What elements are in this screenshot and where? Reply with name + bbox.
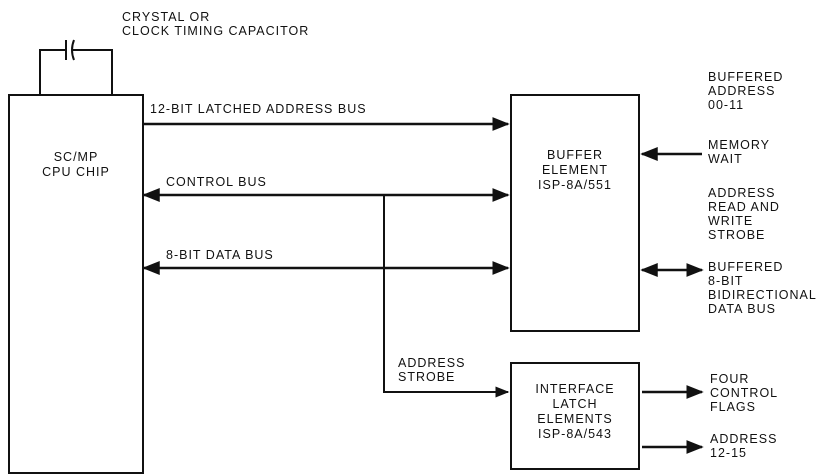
control-flags-label: FOUR CONTROL FLAGS	[710, 372, 778, 414]
buffer-element-line3: ISP-8A/551	[538, 178, 612, 192]
rw-strobe-label: ADDRESS READ AND WRITE STROBE	[708, 186, 780, 242]
memory-wait-line2: WAIT	[708, 152, 743, 166]
buffered-address-line1: BUFFERED	[708, 70, 784, 84]
interface-latch-label: INTERFACE LATCH ELEMENTS ISP-8A/543	[512, 382, 638, 442]
control-flags-line2: CONTROL	[710, 386, 779, 400]
cpu-chip-box: SC/MP CPU CHIP	[8, 94, 144, 474]
buffered-data-line1: BUFFERED	[708, 260, 784, 274]
capacitor-label: CRYSTAL OR CLOCK TIMING CAPACITOR	[122, 10, 309, 38]
memory-wait-line1: MEMORY	[708, 138, 771, 152]
buffered-data-line2: 8-BIT	[708, 274, 744, 288]
control-flags-line1: FOUR	[710, 372, 750, 386]
interface-latch-box: INTERFACE LATCH ELEMENTS ISP-8A/543	[510, 362, 640, 470]
interface-latch-line2: LATCH	[552, 397, 598, 411]
address-12-15-line2: 12-15	[710, 446, 747, 460]
address-strobe-label-line2: STROBE	[398, 370, 456, 384]
address-strobe-label-line1: ADDRESS	[398, 356, 466, 370]
rw-strobe-line3: WRITE	[708, 214, 754, 228]
address-strobe-label: ADDRESS STROBE	[398, 356, 465, 384]
capacitor-label-line1: CRYSTAL OR	[122, 10, 211, 24]
cpu-chip-label-line1: SC/MP	[53, 150, 99, 164]
address-strobe-line	[383, 195, 510, 398]
rw-strobe-line4: STROBE	[708, 228, 766, 242]
control-bus-label: CONTROL BUS	[166, 175, 267, 189]
interface-latch-line4: ISP-8A/543	[538, 427, 612, 441]
buffered-address-line2: ADDRESS	[708, 84, 776, 98]
interface-latch-line1: INTERFACE	[535, 382, 615, 396]
buffer-element-line2: ELEMENT	[541, 163, 609, 177]
capacitor-symbol	[39, 39, 113, 94]
buffer-element-box: BUFFER ELEMENT ISP-8A/551	[510, 94, 640, 332]
buffered-data-line3: BIDIRECTIONAL	[708, 288, 817, 302]
data-bus-label: 8-BIT DATA BUS	[166, 248, 274, 262]
address-bus-label: 12-BIT LATCHED ADDRESS BUS	[150, 102, 367, 116]
memory-wait-label: MEMORY WAIT	[708, 138, 770, 166]
control-flags-line3: FLAGS	[710, 400, 756, 414]
buffered-data-label: BUFFERED 8-BIT BIDIRECTIONAL DATA BUS	[708, 260, 817, 316]
buffered-address-label: BUFFERED ADDRESS 00-11	[708, 70, 783, 112]
buffer-element-label: BUFFER ELEMENT ISP-8A/551	[512, 148, 638, 193]
interface-latch-line3: ELEMENTS	[537, 412, 613, 426]
cpu-chip-label-line2: CPU CHIP	[42, 165, 110, 179]
rw-strobe-line1: ADDRESS	[708, 186, 776, 200]
rw-strobe-line2: READ AND	[708, 200, 780, 214]
cpu-chip-label: SC/MP CPU CHIP	[10, 150, 142, 180]
capacitor-label-line2: CLOCK TIMING CAPACITOR	[122, 24, 310, 38]
address-12-15-label: ADDRESS 12-15	[710, 432, 777, 460]
address-12-15-line1: ADDRESS	[710, 432, 778, 446]
buffered-address-line3: 00-11	[708, 98, 745, 112]
buffer-element-line1: BUFFER	[547, 148, 603, 162]
buffered-data-line4: DATA BUS	[708, 302, 776, 316]
